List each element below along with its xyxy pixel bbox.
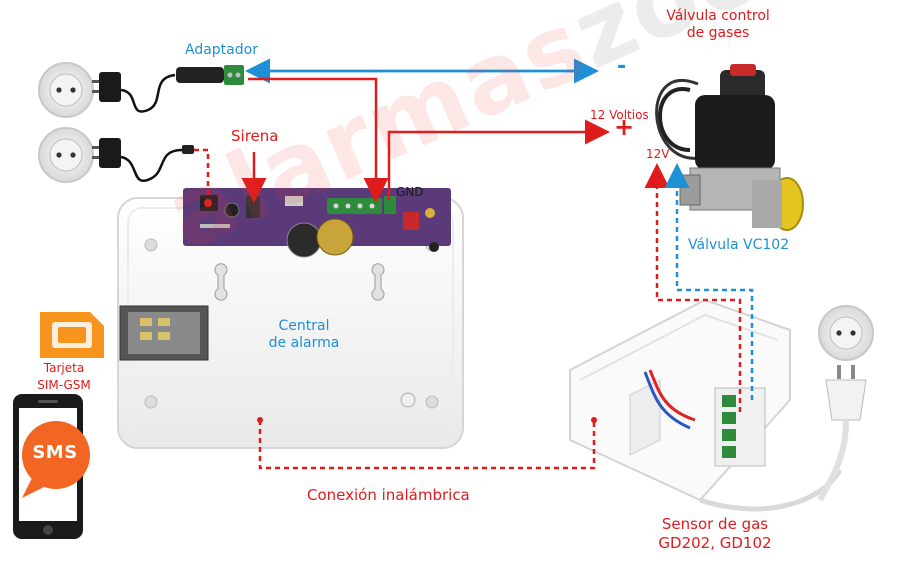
label-adaptador: Adaptador bbox=[185, 42, 258, 58]
label-12v: 12V bbox=[646, 147, 670, 161]
red-wire-adaptador-gnd bbox=[248, 77, 389, 203]
label-central-1: Central bbox=[278, 318, 330, 334]
gas-valve-icon bbox=[655, 64, 804, 231]
label-tarjeta-1: Tarjeta bbox=[43, 361, 85, 375]
dashed-sensor-valve-red bbox=[644, 163, 742, 412]
dashed-wireless-link bbox=[257, 417, 597, 470]
label-plus: + bbox=[614, 113, 635, 141]
label-sensor: Sensor de gas GD202, GD102 bbox=[640, 515, 790, 553]
label-gnd: GND bbox=[396, 185, 424, 199]
label-sirena: Sirena bbox=[231, 127, 279, 145]
label-valvula-model: Válvula VC102 bbox=[688, 237, 790, 253]
label-valvula-title: Válvula control de gases bbox=[648, 8, 788, 42]
label-conexion: Conexión inalámbrica bbox=[307, 486, 470, 504]
sms-label: SMS bbox=[32, 442, 78, 463]
label-tarjeta-2: SIM-GSM bbox=[37, 378, 91, 392]
dashed-siren-wire bbox=[194, 148, 210, 195]
label-central-2: de alarma bbox=[268, 335, 340, 351]
power-outlet-icon bbox=[38, 127, 94, 183]
label-12-voltios: 12 Voltios bbox=[590, 108, 649, 122]
dashed-sensor-valve-blue bbox=[664, 163, 754, 400]
label-central: Central de alarma bbox=[252, 318, 356, 352]
power-plug-icon bbox=[817, 365, 867, 502]
power-adapter-icon bbox=[92, 138, 194, 182]
alarm-central-panel bbox=[117, 197, 464, 449]
label-sensor-1: Sensor de gas bbox=[661, 515, 769, 533]
power-outlet-icon bbox=[818, 305, 874, 361]
label-valvula-title-2: de gases bbox=[686, 25, 750, 41]
power-adapter-icon bbox=[92, 65, 244, 113]
label-tarjeta: Tarjeta SIM-GSM bbox=[26, 360, 102, 394]
gas-sensor-icon bbox=[569, 298, 843, 512]
sim-card-icon bbox=[40, 312, 104, 358]
sms-bubble-icon bbox=[22, 421, 90, 498]
label-sensor-2: GD202, GD102 bbox=[658, 534, 772, 552]
red-wire-12v bbox=[387, 119, 610, 200]
power-outlet-icon bbox=[38, 62, 94, 118]
label-minus: - bbox=[617, 54, 627, 79]
label-valvula-title-1: Válvula control bbox=[666, 8, 770, 24]
sim-slot bbox=[119, 305, 209, 361]
